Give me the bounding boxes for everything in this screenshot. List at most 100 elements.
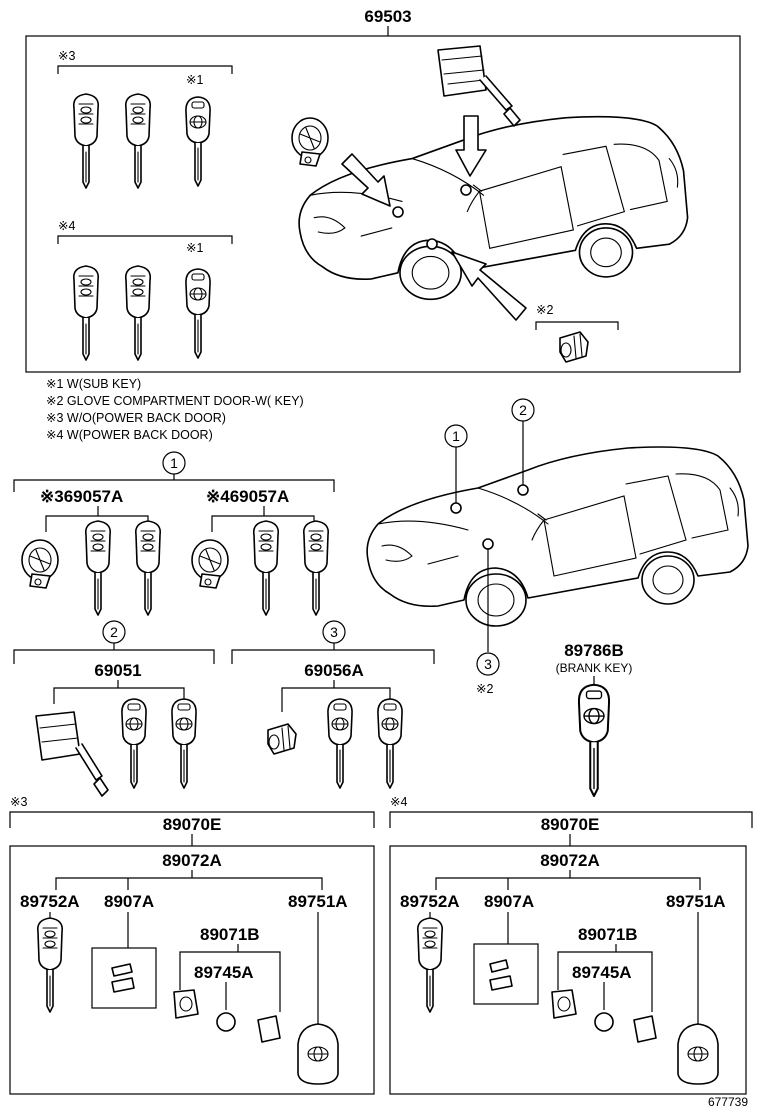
- key-module-icon: [551, 989, 577, 1019]
- door-lock-cylinder-icon: [191, 539, 229, 589]
- location-dot: [460, 184, 472, 196]
- transponder-box: [91, 947, 157, 1009]
- part-number-8907a: 8907A: [104, 892, 154, 911]
- part-number-89752a: 89752A: [20, 892, 80, 911]
- part-number-69051: 69051: [94, 661, 141, 680]
- location-dot: [426, 238, 438, 250]
- part-number-89751a: 89751A: [666, 892, 726, 911]
- transponder-chip-icon: [489, 959, 513, 991]
- callout-number-3: 3: [330, 624, 338, 640]
- note-3-marker: ※3: [58, 49, 75, 63]
- remote-key-icon: [36, 917, 64, 1013]
- part-number-89745a: 89745A: [194, 963, 254, 982]
- battery-cell-icon: [216, 1012, 236, 1032]
- smart-key-fob-icon: [677, 1023, 719, 1085]
- leader-line: [557, 944, 653, 1012]
- legend-note-4: ※4 W(POWER BACK DOOR): [46, 428, 213, 442]
- legend-note-2: ※2 GLOVE COMPARTMENT DOOR-W( KEY): [46, 394, 304, 408]
- key-cover-icon: [257, 1015, 281, 1043]
- bracket-note2: [535, 321, 619, 330]
- part-number-89786b: 89786B: [564, 641, 624, 660]
- note-1-marker: ※1: [186, 73, 203, 87]
- location-dot: [392, 206, 404, 218]
- part-number-8907a: 8907A: [484, 892, 534, 911]
- ignition-switch-icon: [35, 711, 109, 797]
- blank-key-label: (BRANK KEY): [556, 661, 633, 675]
- remote-key-icon: [72, 265, 100, 361]
- blank-key-icon: [577, 683, 611, 797]
- note-2-marker: ※2: [476, 682, 493, 696]
- note-4-marker: ※4: [390, 795, 407, 809]
- key-icon: [327, 698, 353, 789]
- leader-line: [55, 870, 323, 890]
- part-number-89745a: 89745A: [572, 963, 632, 982]
- key-icon: [121, 698, 147, 789]
- assembly-box-89070e: [389, 845, 747, 1095]
- door-lock-cylinder-icon: [21, 539, 59, 589]
- leader-line: [281, 680, 391, 712]
- leader-line: [179, 944, 281, 1012]
- note-2-marker: ※2: [536, 303, 553, 317]
- remote-key-icon: [416, 917, 444, 1013]
- transponder-box: [473, 943, 539, 1005]
- part-number-89752a: 89752A: [400, 892, 460, 911]
- remote-key-icon: [134, 520, 162, 616]
- door-lock-cylinder-icon: [291, 117, 329, 167]
- part-number-89751a: 89751A: [288, 892, 348, 911]
- assembly-box-69503: [25, 35, 741, 373]
- part-number-69057a-w-o-power-back-door: ※369057A: [40, 487, 123, 506]
- vehicle-illustration: [366, 446, 749, 627]
- legend-note-3: ※3 W/O(POWER BACK DOOR): [46, 411, 226, 425]
- remote-key-icon: [124, 265, 152, 361]
- bracket-89070e: [389, 811, 753, 828]
- pointer-arrow: [455, 115, 487, 177]
- callout-number-1: 1: [170, 455, 178, 471]
- key-icon: [171, 698, 197, 789]
- battery-cell-icon: [594, 1012, 614, 1032]
- glove-box-lock-icon: [267, 723, 297, 755]
- note-3-marker: ※3: [10, 795, 27, 809]
- bracket-note3: [57, 65, 233, 74]
- sub-key-icon: [185, 96, 211, 187]
- key-icon: [377, 698, 403, 789]
- assembly-box-89070e: [9, 845, 375, 1095]
- callout-number-3: 3: [484, 656, 492, 672]
- glove-box-lock-icon: [559, 331, 589, 363]
- location-dot: [482, 538, 494, 550]
- part-number-89072a: 89072A: [162, 851, 222, 870]
- part-number-89070e: 89070E: [163, 815, 222, 834]
- note-1-marker: ※1: [186, 241, 203, 255]
- part-number-89072a: 89072A: [540, 851, 600, 870]
- leader-line: [53, 680, 185, 704]
- diagram-id: 677739: [708, 1095, 748, 1109]
- location-dot: [517, 484, 529, 496]
- callout-circle-3: [476, 652, 500, 676]
- vehicle-illustration: [298, 115, 689, 301]
- callout-number-1: 1: [452, 428, 460, 444]
- pointer-arrow: [341, 153, 391, 207]
- part-number-69503: 69503: [364, 7, 411, 26]
- remote-key-icon: [84, 520, 112, 616]
- remote-key-icon: [72, 93, 100, 189]
- note-4-marker: ※4: [58, 219, 75, 233]
- key-cover-icon: [633, 1015, 657, 1043]
- sub-key-icon: [185, 268, 211, 359]
- part-number-89070e: 89070E: [541, 815, 600, 834]
- bracket-group-3: [231, 643, 435, 664]
- bracket-group-2: [13, 643, 215, 664]
- leader-line: [435, 870, 701, 890]
- remote-key-icon: [124, 93, 152, 189]
- part-number-69057a-w-power-back-door: ※469057A: [206, 487, 289, 506]
- location-dot: [450, 502, 462, 514]
- smart-key-fob-icon: [297, 1023, 339, 1085]
- callout-number-2: 2: [110, 624, 118, 640]
- key-module-icon: [173, 989, 199, 1019]
- part-number-69056a: 69056A: [304, 661, 364, 680]
- bracket-89070e: [9, 811, 375, 828]
- bracket-note4: [57, 235, 233, 244]
- pointer-arrow: [451, 251, 527, 321]
- remote-key-icon: [252, 520, 280, 616]
- ignition-switch-icon: [437, 45, 521, 127]
- bracket-group-1: [13, 474, 335, 492]
